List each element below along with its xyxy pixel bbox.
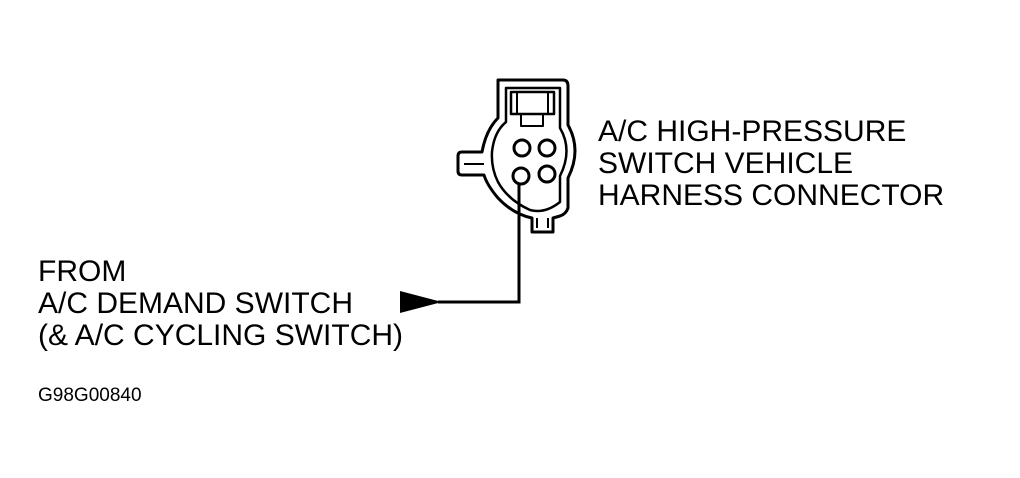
wire	[438, 185, 521, 304]
connector-pins	[511, 138, 557, 186]
pin-2	[537, 138, 557, 158]
arrow-icon	[400, 291, 442, 313]
pin-4	[537, 164, 557, 184]
pin-1	[512, 138, 532, 158]
connector-label-line-1: A/C HIGH-PRESSURE	[598, 115, 907, 148]
connector-icon	[456, 78, 577, 234]
connector-label-line-3: HARNESS CONNECTOR	[598, 179, 945, 212]
connector-label: A/C HIGH-PRESSURE SWITCH VEHICLE HARNESS…	[598, 116, 944, 212]
source-label-line-3: (& A/C CYCLING SWITCH)	[38, 319, 404, 352]
connector-label-line-2: SWITCH VEHICLE	[598, 147, 854, 180]
pin-3	[511, 166, 531, 186]
source-label-line-1: FROM	[38, 255, 127, 288]
source-label: FROM A/C DEMAND SWITCH (& A/C CYCLING SW…	[38, 256, 403, 352]
figure-id: G98G00840	[38, 385, 142, 406]
source-label-line-2: A/C DEMAND SWITCH	[38, 287, 353, 320]
